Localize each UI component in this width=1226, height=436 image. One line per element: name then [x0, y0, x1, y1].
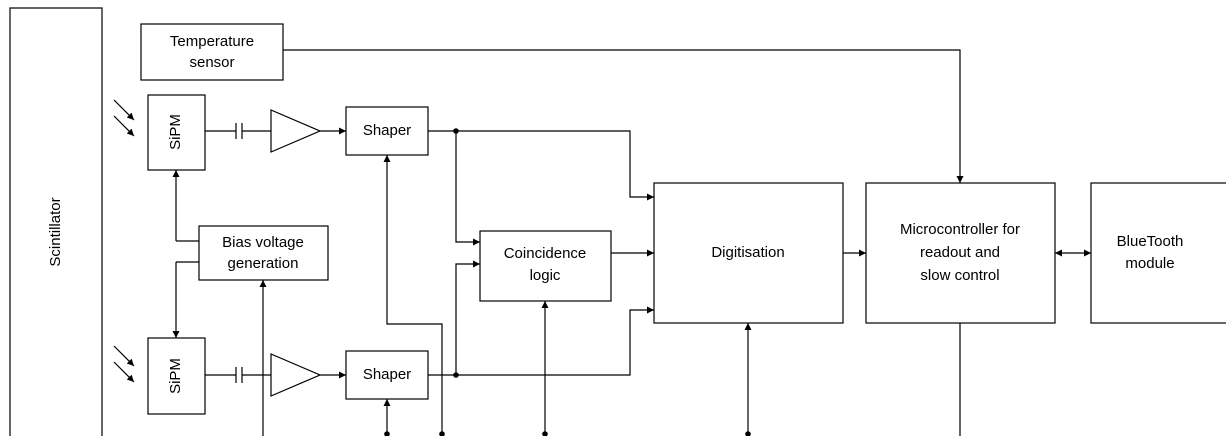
shaper-top-label: Shaper	[363, 122, 411, 139]
digitisation-label: Digitisation	[711, 244, 784, 261]
photon-arrows-bottom-icon	[113, 345, 135, 383]
shaper-bottom-block: Shaper	[345, 350, 429, 400]
shaper-top-output-wire	[428, 130, 654, 201]
capacitor-top-icon	[205, 123, 271, 139]
sipm-bottom-label: SiPM	[167, 358, 184, 394]
temperature-sensor-label-line1: Temperature	[170, 33, 254, 50]
coincidence-label-line1: Coincidence	[504, 245, 587, 262]
bus-junction-dot	[542, 431, 548, 436]
photon-arrows-top-icon	[113, 99, 135, 137]
scintillator-block: Scintillator	[9, 7, 103, 436]
shaper-top-block: Shaper	[345, 106, 429, 156]
microcontroller-label-line2: readout and	[920, 244, 1000, 261]
microcontroller-block: Microcontroller for readout and slow con…	[865, 182, 1056, 324]
scintillator-label: Scintillator	[47, 197, 64, 266]
capacitor-bottom-icon	[205, 367, 271, 383]
bus-junction-dot	[384, 431, 390, 436]
shaper-bottom-label: Shaper	[363, 366, 411, 383]
bias-voltage-label-line1: Bias voltage	[222, 234, 304, 251]
bus-junction-dot	[745, 431, 751, 436]
amplifier-top-icon	[270, 109, 322, 153]
shaper-bottom-output-wire	[428, 306, 654, 376]
coincidence-label-line2: logic	[530, 267, 561, 284]
bias-voltage-block: Bias voltage generation	[198, 225, 329, 281]
amplifier-bottom-icon	[270, 353, 322, 397]
temperature-sensor-label-line2: sensor	[189, 54, 234, 71]
coincidence-logic-block: Coincidence logic	[479, 230, 612, 302]
bias-voltage-label-line2: generation	[228, 255, 299, 272]
microcontroller-label-line1: Microcontroller for	[900, 221, 1020, 238]
temperature-sensor-block: Temperature sensor	[140, 23, 284, 81]
temperature-to-microcontroller-wire	[283, 49, 964, 183]
bluetooth-label-line2: module	[1125, 255, 1174, 272]
sipm-top-label: SiPM	[167, 114, 184, 150]
sipm-bottom-block: SiPM	[147, 337, 206, 415]
bluetooth-module-block: BlueTooth module	[1090, 182, 1226, 324]
microcontroller-label-line3: slow control	[920, 267, 999, 284]
digitisation-block: Digitisation	[653, 182, 844, 324]
bluetooth-label-line1: BlueTooth	[1117, 233, 1184, 250]
bus-junction-dot	[439, 431, 445, 436]
sipm-top-block: SiPM	[147, 94, 206, 171]
shaper-top-control-wire	[383, 155, 443, 436]
